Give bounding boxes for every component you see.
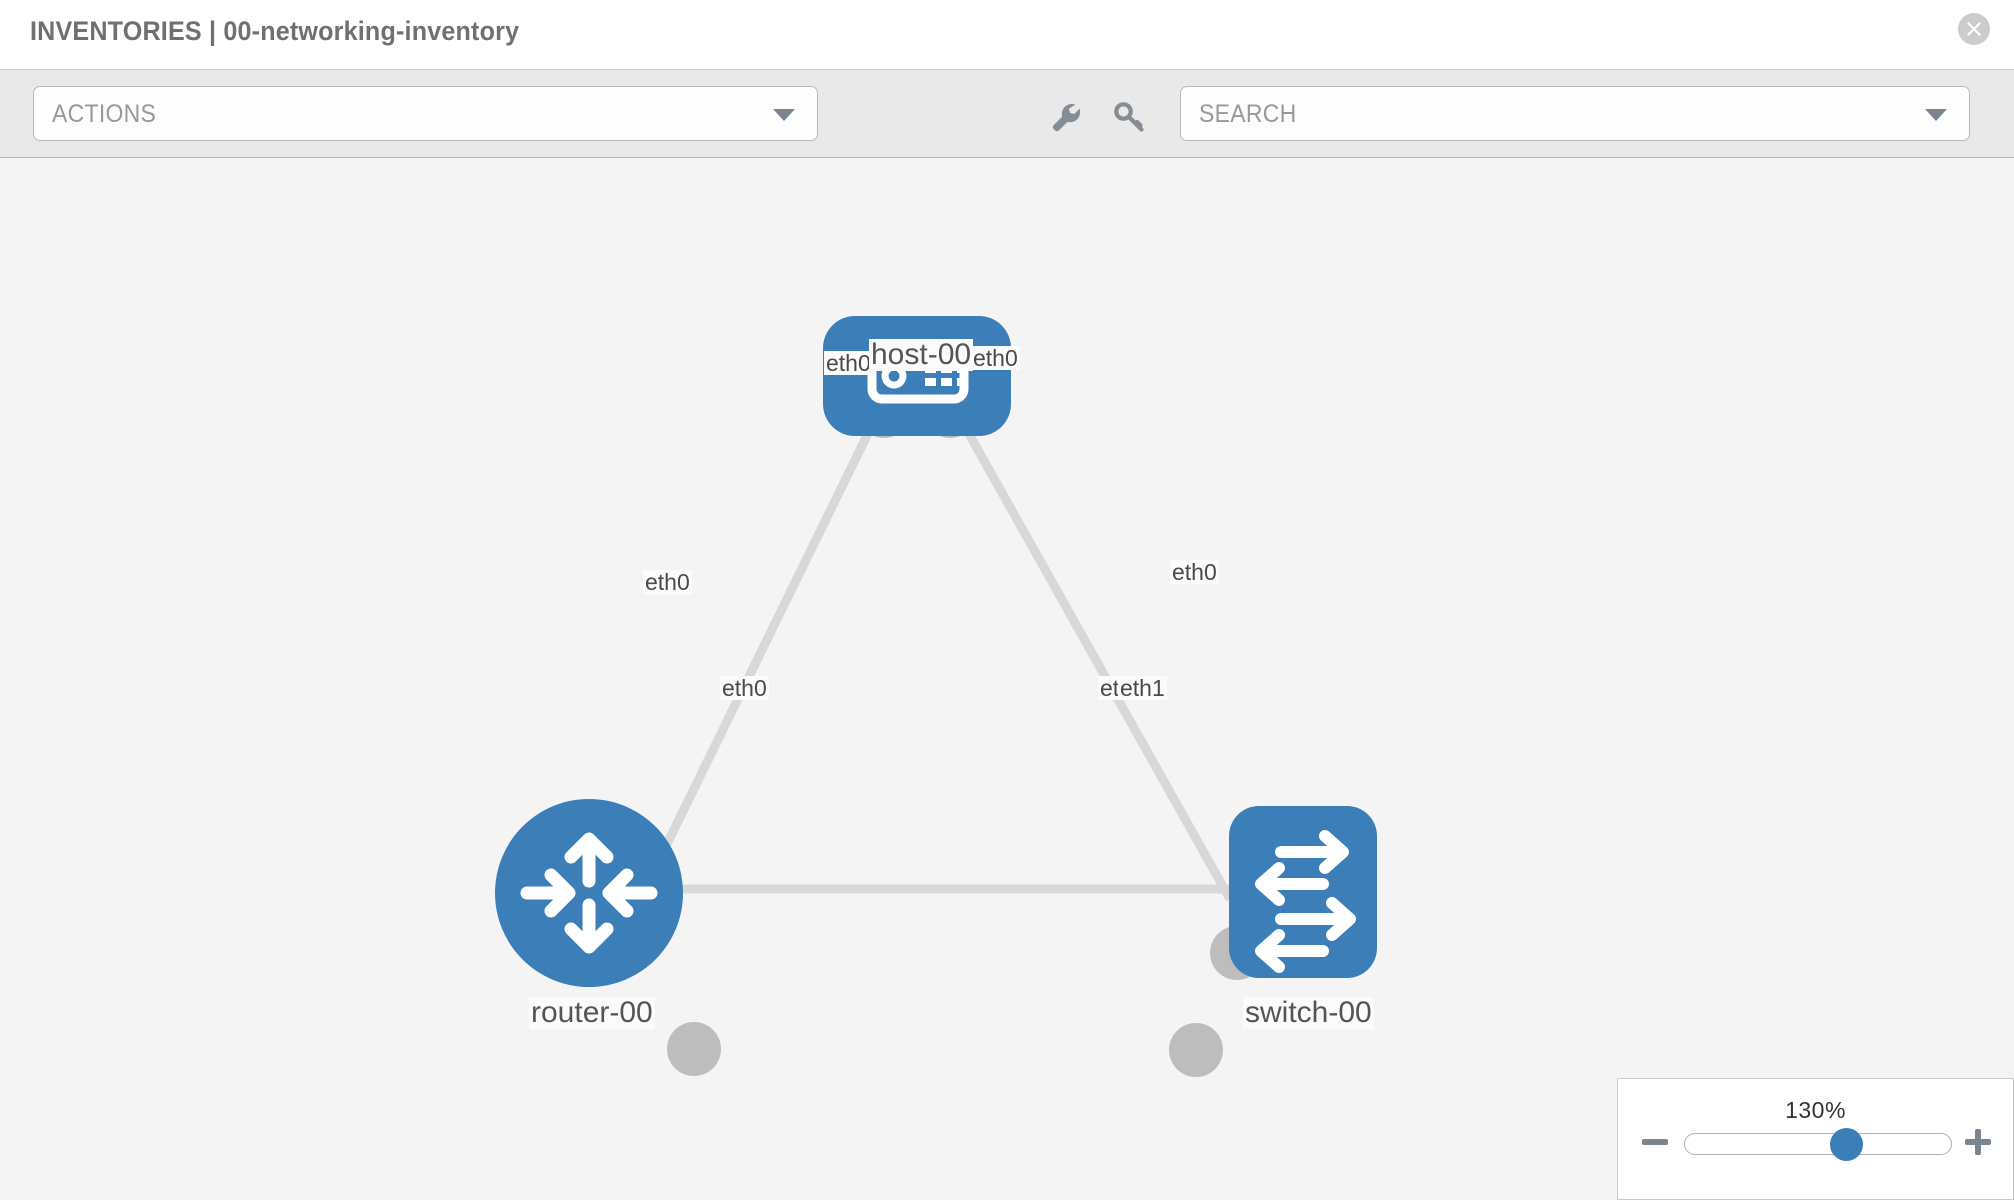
wrench-button[interactable] — [1046, 98, 1084, 136]
link-host00-router00[interactable] — [635, 407, 885, 901]
chevron-down-icon — [773, 109, 795, 121]
router-arrows-icon — [520, 832, 658, 954]
topology-graph: router-00 --> switch-00 --> switch-00 --… — [495, 316, 1377, 1077]
zoom-control-panel: 130% — [1617, 1078, 2014, 1200]
zoom-in-button[interactable] — [1963, 1127, 1993, 1157]
wrench-icon — [1052, 103, 1081, 132]
page-title: INVENTORIES | 00-networking-inventory — [30, 16, 520, 46]
edge-label-host00-eth0-left: eth0 — [824, 350, 873, 376]
interface-connector-layer — [667, 384, 1264, 1077]
zoom-out-button[interactable] — [1640, 1127, 1670, 1157]
edge-label-switch00-eth1: eth1 — [1118, 675, 1167, 701]
edge-label-switch00-uplink-eth0: eth0 — [1170, 559, 1219, 585]
node-label-host-00: host-00 — [869, 338, 974, 371]
interface-connector-switch00-eth1[interactable] — [1169, 1023, 1223, 1077]
edge-label-router00-uplink-eth0: eth0 — [643, 569, 692, 595]
zoom-slider-thumb[interactable] — [1830, 1128, 1863, 1161]
zoom-level-label: 130% — [1785, 1097, 1846, 1123]
page-header: INVENTORIES | 00-networking-inventory — [0, 0, 2014, 70]
plus-icon — [1965, 1129, 1991, 1155]
chevron-down-icon — [1925, 109, 1947, 121]
zoom-slider[interactable] — [1684, 1128, 1952, 1161]
topology-canvas[interactable]: router-00 --> switch-00 --> switch-00 --… — [0, 159, 2014, 1200]
node-switch-00[interactable] — [1229, 806, 1377, 978]
edge-label-host00-eth0-right: eth0 — [971, 345, 1020, 371]
edge-label-router00-eth0: eth0 — [720, 675, 769, 701]
key-icon — [1114, 102, 1144, 132]
node-router-00[interactable] — [495, 799, 683, 987]
interface-connector-router00-eth0[interactable] — [667, 1022, 721, 1076]
actions-dropdown[interactable]: ACTIONS — [33, 86, 818, 141]
minus-icon — [1642, 1139, 1668, 1145]
switch-arrows-icon — [1255, 830, 1356, 973]
node-host-00[interactable] — [823, 316, 1011, 436]
key-button[interactable] — [1110, 98, 1148, 136]
search-input[interactable]: SEARCH — [1180, 86, 1970, 141]
node-label-switch-00: switch-00 — [1243, 996, 1374, 1029]
close-icon — [1967, 22, 1981, 36]
node-label-router-00: router-00 — [529, 996, 655, 1029]
link-host00-switch00[interactable] — [951, 406, 1234, 902]
link-layer: router-00 --> switch-00 --> switch-00 --… — [635, 406, 1234, 902]
search-placeholder: SEARCH — [1199, 100, 1297, 128]
actions-dropdown-label: ACTIONS — [52, 100, 157, 128]
toolbar: ACTIONS SEARCH — [0, 70, 2014, 158]
close-button[interactable] — [1958, 13, 1990, 45]
